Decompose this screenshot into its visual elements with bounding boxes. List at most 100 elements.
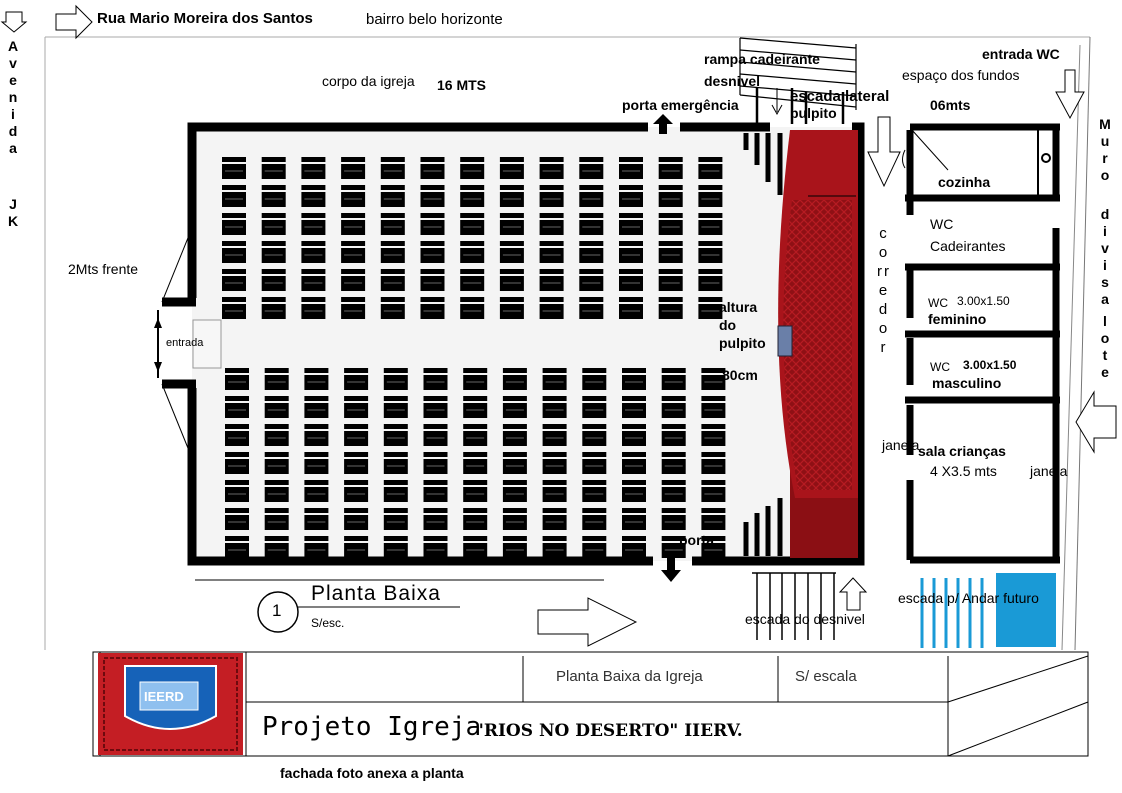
chair-back: [423, 480, 448, 485]
door-label[interactable]: porta: [679, 532, 714, 548]
chair-back: [341, 213, 366, 218]
chair-back: [542, 368, 567, 373]
chair-back: [661, 368, 686, 373]
chair-back: [661, 480, 686, 485]
wc-male-label-2: masculino: [932, 375, 1002, 391]
chair-back: [380, 157, 405, 162]
chair-back: [423, 536, 448, 541]
side-stairs-label: escada lateral: [790, 88, 890, 105]
sheet-name: Planta Baixa da Igreja: [556, 668, 703, 685]
unevenness-label: desnivel: [704, 73, 761, 89]
chair-back: [344, 508, 369, 513]
chair-back: [701, 480, 726, 485]
chair-back: [344, 536, 369, 541]
avenue-name: Avenida: [7, 38, 21, 156]
wc-entrance-label: entrada WC: [982, 46, 1060, 62]
chair-back: [622, 452, 646, 457]
chair-back: [423, 508, 448, 513]
chair-back: [222, 185, 246, 190]
chair-back: [344, 424, 369, 429]
chair-back: [264, 424, 289, 429]
chair-back: [582, 368, 607, 373]
chair-back: [463, 396, 488, 401]
chair-back: [225, 536, 249, 541]
chair-back: [341, 269, 366, 274]
chair-back: [502, 396, 527, 401]
chair-back: [383, 396, 408, 401]
chair-back: [261, 157, 286, 162]
chair-back: [264, 508, 289, 513]
chair-back: [222, 269, 246, 274]
back-size-label: 06mts: [930, 97, 971, 113]
window-label-2: janela: [1030, 463, 1068, 479]
chair-back: [502, 424, 527, 429]
chair-back: [460, 269, 485, 274]
chair-back: [463, 452, 488, 457]
kids-room-label: sala crianças: [918, 443, 1006, 459]
chair-back: [261, 241, 286, 246]
pulpit-height-3: pulpito: [719, 335, 766, 351]
chair-back: [225, 480, 249, 485]
chair-back: [383, 368, 408, 373]
chair-back: [499, 157, 524, 162]
chair-back: [701, 536, 726, 541]
chair-back: [579, 297, 604, 302]
chair-back: [423, 452, 448, 457]
pulpit-height-1: altura: [719, 299, 758, 315]
chair-back: [698, 185, 723, 190]
chair-back: [460, 297, 485, 302]
corridor-label: corredor: [877, 225, 891, 356]
chair-back: [619, 213, 643, 218]
entrance-label[interactable]: entrada: [166, 337, 204, 349]
chair-back: [539, 269, 564, 274]
wc-male-label-1: WC: [930, 360, 950, 374]
chair-back: [463, 424, 488, 429]
chair-back: [222, 157, 246, 162]
stairs-future-label: escada p/ Andar futuro: [898, 590, 1039, 606]
chair-back: [619, 185, 643, 190]
chair-back: [622, 396, 646, 401]
chair-back: [261, 213, 286, 218]
chair-back: [341, 241, 366, 246]
kitchen-label: cozinha: [938, 174, 991, 190]
street-name: Rua Mario Moreira dos Santos: [97, 10, 313, 27]
chair-back: [423, 368, 448, 373]
chair-back: [304, 368, 329, 373]
chair-back: [701, 396, 726, 401]
title-block-frame: [92, 651, 1089, 757]
chair-back: [661, 536, 686, 541]
chair-back: [264, 536, 289, 541]
chair-back: [579, 269, 604, 274]
chair-back: [698, 213, 723, 218]
future-stairs: [920, 573, 1056, 648]
chair-back: [698, 269, 723, 274]
chair-back: [383, 536, 408, 541]
side-wall-label-2: divisa: [1100, 206, 1112, 307]
chair-back: [701, 424, 726, 429]
chair-back: [658, 297, 683, 302]
chair-back: [502, 452, 527, 457]
chair-back: [341, 297, 366, 302]
chair-back: [661, 396, 686, 401]
front-size-label: 2Mts frente: [68, 261, 139, 277]
chair-back: [622, 424, 646, 429]
chair-back: [264, 452, 289, 457]
chair-back: [502, 508, 527, 513]
wc-wheelchair-label-2: Cadeirantes: [930, 238, 1006, 254]
chair-back: [420, 241, 445, 246]
plan-title: Planta Baixa: [311, 582, 441, 605]
pulpit-area: [777, 130, 858, 558]
chair-back: [701, 368, 726, 373]
chair-back: [420, 297, 445, 302]
chair-back: [582, 536, 607, 541]
up-arrow-stairs: [838, 577, 868, 611]
chair-back: [380, 213, 405, 218]
side-wall-label-3: lote: [1100, 313, 1112, 380]
chair-back: [542, 480, 567, 485]
chair-back: [344, 396, 369, 401]
side-wall-label-1: Muro: [1099, 116, 1113, 183]
chair-back: [698, 297, 723, 302]
small-down-arrow: [771, 88, 783, 116]
chair-back: [539, 213, 564, 218]
